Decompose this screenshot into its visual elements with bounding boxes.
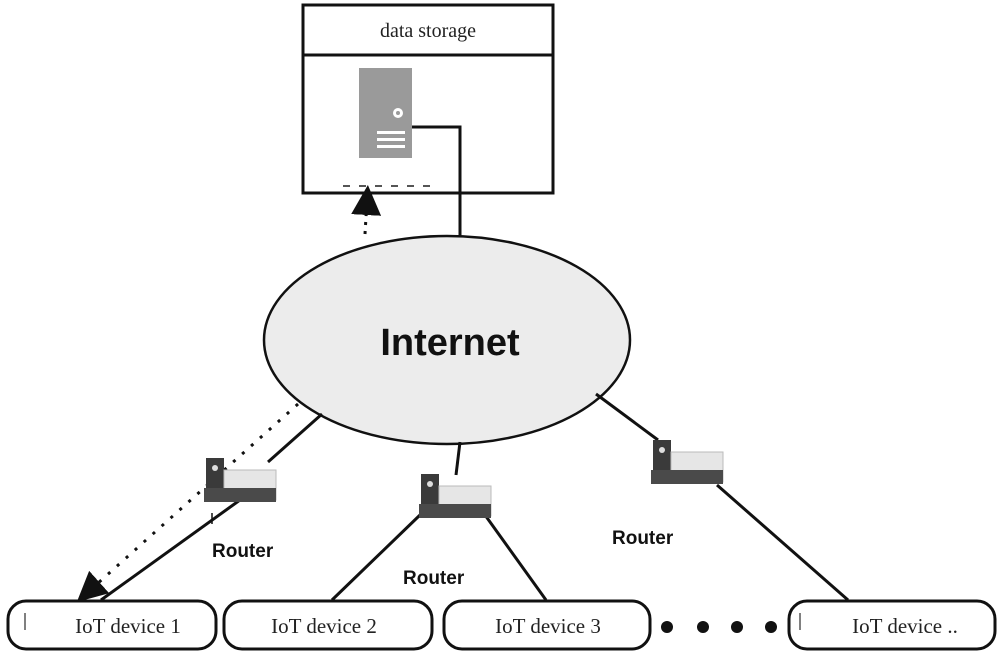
link-internet-router-1 [267, 412, 323, 464]
server-icon [359, 68, 412, 158]
data-storage-box [301, 3, 555, 195]
link-router-2-device-3 [483, 514, 548, 601]
router-2-icon [419, 474, 492, 518]
iot-device-3-label: IoT device 3 [495, 614, 601, 638]
server-internet-link [412, 125, 462, 236]
router-1-label: Router [212, 541, 274, 562]
iot-device-2-label: IoT device 2 [271, 614, 377, 638]
router-3-label: Router [612, 528, 674, 549]
iot-device-2: IoT device 2 [222, 599, 434, 651]
iot-device-1-label: IoT device 1 [75, 614, 181, 638]
iot-device-1: IoT device 1 [6, 599, 218, 651]
iot-device-3: IoT device 3 [442, 599, 652, 651]
data-storage: data storage [301, 3, 555, 195]
internet-cloud: Internet [262, 234, 632, 446]
data-storage-title: data storage [380, 20, 476, 42]
iot-device-n: IoT device .. [787, 599, 997, 651]
link-router-3-device-4 [716, 483, 849, 602]
link-router-2-device-2 [330, 513, 422, 602]
link-router-1-device-1 [100, 498, 241, 602]
link-internet-router-3 [595, 392, 659, 442]
router-3-icon [651, 440, 724, 484]
router-1-icon [204, 458, 277, 502]
more-devices-dots [661, 621, 777, 633]
upload-arrow [351, 185, 382, 235]
link-internet-router-2 [454, 441, 462, 476]
router-2-label: Router [403, 568, 465, 589]
internet-label: Internet [380, 322, 520, 364]
iot-device-n-label: IoT device .. [852, 614, 958, 638]
